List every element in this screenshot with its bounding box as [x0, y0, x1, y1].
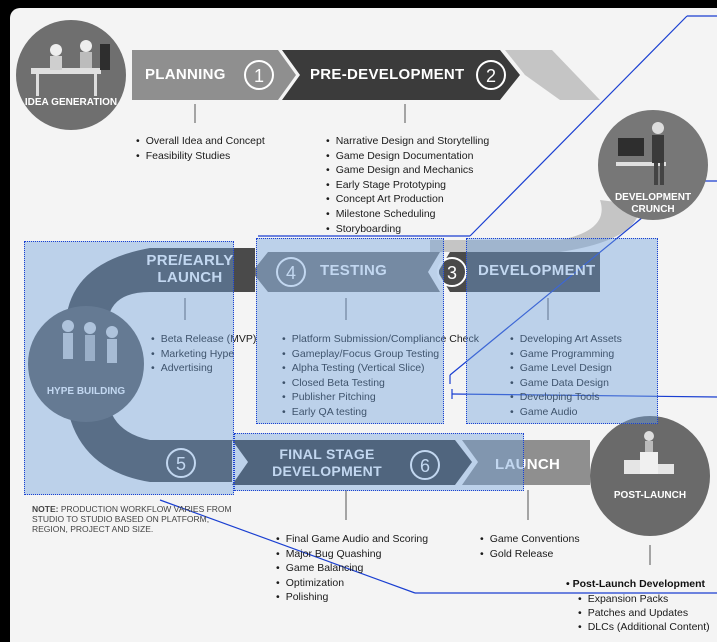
selection-box-testing[interactable]	[256, 238, 444, 424]
development-label: DEVELOPMENT	[478, 262, 596, 279]
list-item: Patches and Updates	[578, 606, 710, 620]
list-item: Publisher Pitching	[282, 390, 479, 405]
people-group-icon	[62, 320, 118, 363]
idea-generation-node: IDEA GENERATION	[16, 20, 126, 130]
list-item: Game Balancing	[276, 561, 428, 576]
pre-development-arrow	[282, 50, 520, 100]
list-item: Platform Submission/Compliance Check	[282, 332, 479, 347]
list-item: Game Design Documentation	[326, 149, 489, 164]
list-item: Major Bug Quashing	[276, 547, 428, 562]
selection-box-development[interactable]	[466, 238, 658, 424]
post-launch-label: POST-LAUNCH	[613, 490, 687, 501]
selection-box-pre-early-launch[interactable]	[24, 241, 234, 495]
launch-arrow	[462, 440, 590, 485]
developer-workstation-icon	[616, 122, 666, 185]
list-item: Expansion Packs	[578, 592, 710, 606]
list-item: DLCs (Additional Content)	[578, 620, 710, 634]
list-item: Concept Art Production	[326, 192, 489, 207]
list-item: Gameplay/Focus Group Testing	[282, 347, 479, 362]
development-crunch-node: DEVELOPMENT CRUNCH	[598, 110, 708, 220]
list-item: Game Data Design	[510, 376, 622, 391]
list-item: Closed Beta Testing	[282, 376, 479, 391]
list-item: Developing Tools	[510, 390, 622, 405]
list-item: Game Audio	[510, 405, 622, 420]
pre-development-number: 2	[476, 60, 506, 90]
list-item: Feasibility Studies	[136, 149, 265, 164]
final-stage-number: 6	[410, 450, 440, 480]
testing-list: Platform Submission/Compliance Check Gam…	[282, 332, 479, 420]
development-arrow	[438, 252, 600, 292]
list-item: Alpha Testing (Vertical Slice)	[282, 361, 479, 376]
list-item: Gold Release	[480, 547, 580, 562]
selection-box-final-stage[interactable]	[234, 433, 524, 491]
note-label: NOTE:	[32, 504, 59, 514]
office-desk-icon	[31, 40, 110, 96]
list-item: Game Design and Mechanics	[326, 163, 489, 178]
development-crunch-label: DEVELOPMENT CRUNCH	[614, 192, 692, 215]
list-item: Optimization	[276, 576, 428, 591]
list-item: Game Programming	[510, 347, 622, 362]
hype-building-node: HYPE BUILDING	[28, 306, 144, 422]
testing-label: TESTING	[320, 262, 388, 279]
list-item: Developing Art Assets	[510, 332, 622, 347]
post-launch-list: Expansion Packs Patches and Updates DLCs…	[578, 592, 710, 635]
list-item: Advertising	[151, 361, 256, 376]
development-list: Developing Art Assets Game Programming G…	[510, 332, 622, 420]
list-item: Game Level Design	[510, 361, 622, 376]
launch-label: LAUNCH	[495, 456, 561, 473]
testing-number: 4	[276, 257, 306, 287]
curve-crunch-to-development	[430, 200, 640, 252]
list-item: Narrative Design and Storytelling	[326, 134, 490, 149]
planning-label: PLANNING	[145, 66, 226, 83]
planning-list: Overall Idea and Concept Feasibility Stu…	[136, 134, 265, 163]
planning-number: 1	[244, 60, 274, 90]
list-item: Polishing	[276, 590, 428, 605]
pre-development-label: PRE-DEVELOPMENT	[310, 66, 465, 83]
post-launch-node: POST-LAUNCH	[590, 416, 710, 536]
pre-early-launch-arrow	[66, 248, 255, 320]
pre-early-launch-label: PRE/EARLY LAUNCH	[146, 252, 234, 286]
hype-building-label: HYPE BUILDING	[46, 386, 126, 397]
pre-early-launch-list: Beta Release (MVP) Marketing Hype Advert…	[151, 332, 257, 376]
list-item: Marketing Hype	[151, 347, 256, 362]
list-item: Early Stage Prototyping	[326, 178, 489, 193]
idea-generation-label: IDEA GENERATION	[24, 97, 118, 108]
launch-list: Game Conventions Gold Release	[480, 532, 580, 561]
list-item: Overall Idea and Concept	[136, 134, 265, 149]
final-stage-label: FINAL STAGE DEVELOPMENT	[272, 446, 382, 479]
list-item: Final Game Audio and Scoring	[276, 532, 428, 547]
pre-development-list: Narrative Design and Storytelling Game D…	[326, 134, 490, 237]
curve-to-crunch-arrow	[505, 50, 600, 100]
list-item: Milestone Scheduling	[326, 207, 489, 222]
phase-5-number: 5	[166, 448, 196, 478]
note-text: PRODUCTION WORKFLOW VARIES FROM STUDIO T…	[32, 504, 232, 534]
list-item: Early QA testing	[282, 405, 479, 420]
production-note: NOTE: PRODUCTION WORKFLOW VARIES FROM ST…	[32, 504, 232, 534]
list-item: Beta Release (MVP)	[151, 332, 257, 347]
post-launch-title: • Post-Launch Development	[566, 578, 706, 590]
list-item: Game Conventions	[480, 532, 580, 547]
list-item: Storyboarding	[326, 222, 489, 237]
final-stage-list: Final Game Audio and Scoring Major Bug Q…	[276, 532, 428, 605]
podium-icon	[624, 431, 674, 474]
